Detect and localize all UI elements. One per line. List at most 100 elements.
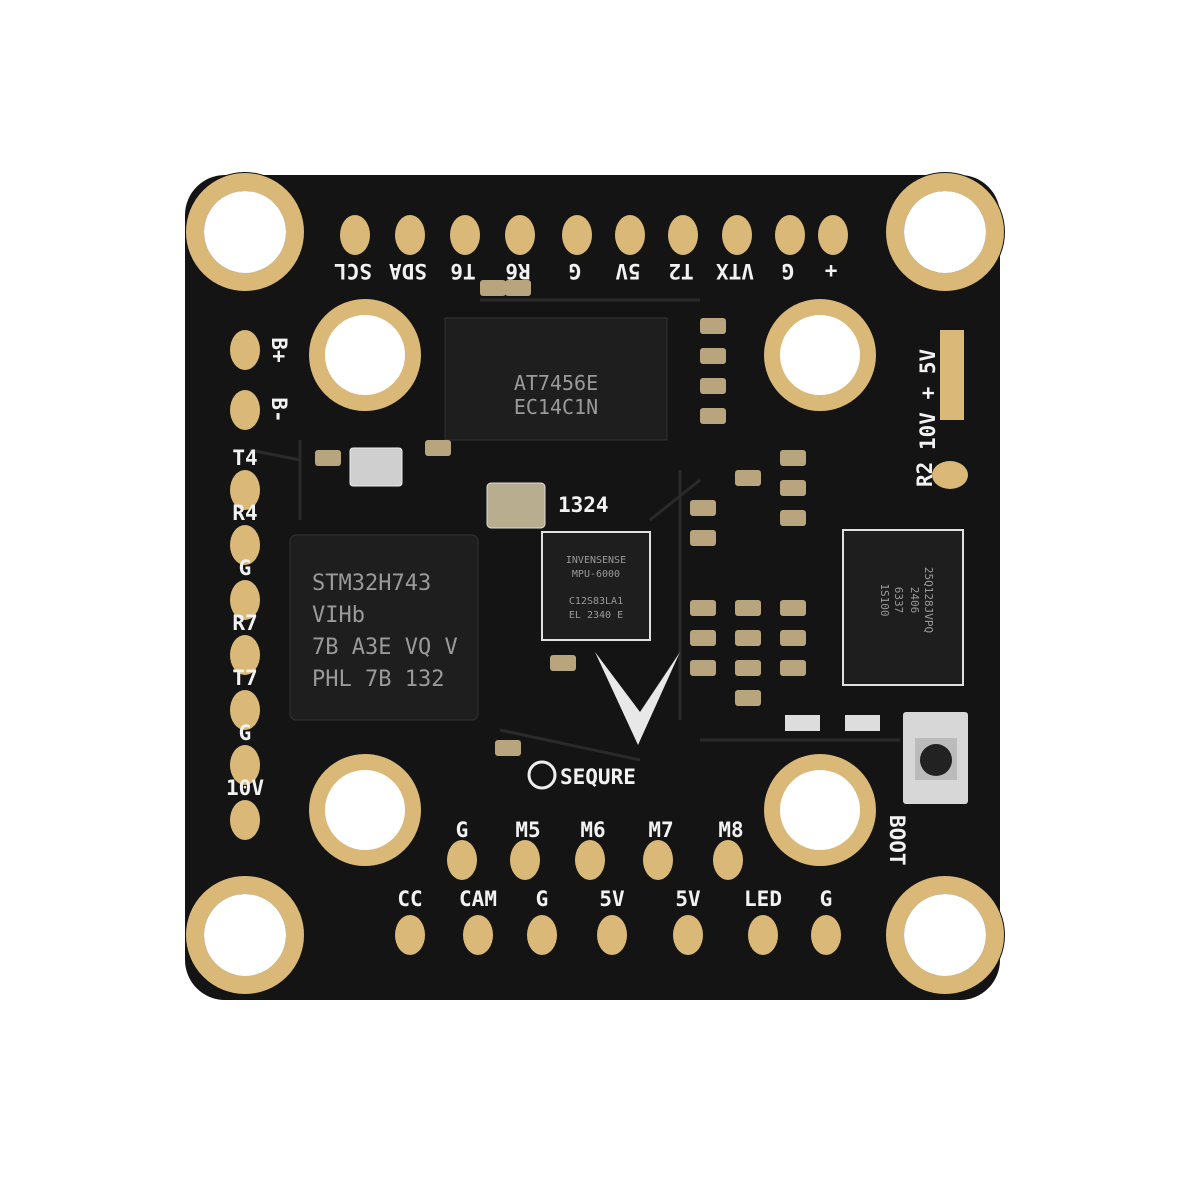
solder-pad-bottom1-3[interactable]: M7 bbox=[643, 818, 674, 880]
pad[interactable] bbox=[463, 915, 493, 955]
pad[interactable] bbox=[230, 635, 260, 675]
smd-part bbox=[690, 600, 716, 616]
solder-pad-top-4[interactable]: G bbox=[562, 215, 592, 283]
flash-line3: 6337 bbox=[892, 587, 905, 614]
pad[interactable] bbox=[230, 800, 260, 840]
pad[interactable] bbox=[447, 840, 477, 880]
pad-label: G bbox=[782, 259, 795, 283]
led bbox=[785, 715, 820, 731]
pad[interactable] bbox=[395, 215, 425, 255]
smd-part bbox=[780, 600, 806, 616]
pad[interactable] bbox=[668, 215, 698, 255]
solder-pad-bottom2-6[interactable]: G bbox=[811, 887, 841, 955]
solder-pad-bottom2-4[interactable]: 5V bbox=[673, 887, 703, 955]
pad[interactable] bbox=[748, 915, 778, 955]
pad[interactable] bbox=[643, 840, 673, 880]
solder-pad-bottom2-1[interactable]: CAM bbox=[459, 887, 497, 955]
pad[interactable] bbox=[527, 915, 557, 955]
smd-part bbox=[690, 530, 716, 546]
solder-pad-bottom1-0[interactable]: G bbox=[447, 818, 477, 880]
corner-mount-hole bbox=[204, 191, 286, 273]
mount-ring bbox=[309, 754, 421, 866]
smd-part bbox=[700, 408, 726, 424]
smd-part bbox=[550, 655, 576, 671]
pad[interactable] bbox=[597, 915, 627, 955]
solder-pad-top-8[interactable]: G bbox=[775, 215, 805, 283]
smd-part bbox=[735, 690, 761, 706]
pad[interactable] bbox=[722, 215, 752, 255]
corner-mount-hole bbox=[904, 894, 986, 976]
solder-pad-left-1[interactable]: B- bbox=[230, 390, 291, 430]
solder-pad-bottom1-2[interactable]: M6 bbox=[575, 818, 606, 880]
solder-pad-left-7[interactable]: G bbox=[230, 721, 260, 785]
pad[interactable] bbox=[230, 470, 260, 510]
solder-pad-left-2[interactable]: T4 bbox=[230, 446, 260, 510]
flash-line4: 1S100 bbox=[878, 583, 891, 616]
flash-line2: 2406 bbox=[908, 587, 921, 614]
solder-pad-top-1[interactable]: SDA bbox=[389, 215, 427, 283]
pad-label: M5 bbox=[515, 818, 540, 842]
solder-pad-left-4[interactable]: G bbox=[230, 556, 260, 620]
smd-part bbox=[780, 630, 806, 646]
pad[interactable] bbox=[230, 690, 260, 730]
smd-part bbox=[780, 450, 806, 466]
solder-pad-top-6[interactable]: T2 bbox=[668, 215, 698, 283]
solder-pad-left-5[interactable]: R7 bbox=[230, 611, 260, 675]
pad[interactable] bbox=[230, 525, 260, 565]
pad[interactable] bbox=[230, 390, 260, 430]
pad[interactable] bbox=[395, 915, 425, 955]
pad[interactable] bbox=[713, 840, 743, 880]
pad[interactable] bbox=[505, 215, 535, 255]
smd-part bbox=[505, 280, 531, 296]
smd-part bbox=[690, 630, 716, 646]
solder-pad-bottom2-5[interactable]: LED bbox=[744, 887, 782, 955]
pad-label: SDA bbox=[389, 259, 427, 283]
pad[interactable] bbox=[230, 745, 260, 785]
solder-pad-bottom1-4[interactable]: M8 bbox=[713, 818, 744, 880]
smd-part bbox=[735, 600, 761, 616]
pad[interactable] bbox=[818, 215, 848, 255]
pad[interactable] bbox=[450, 215, 480, 255]
pad[interactable] bbox=[230, 580, 260, 620]
pad-label: CAM bbox=[459, 887, 497, 911]
corner-mount-ring bbox=[886, 876, 1004, 994]
solder-pad-left-3[interactable]: R4 bbox=[230, 501, 260, 565]
solder-pad-left-6[interactable]: T7 bbox=[230, 666, 260, 730]
solder-pad-left-0[interactable]: B+ bbox=[230, 330, 291, 370]
pad[interactable] bbox=[673, 915, 703, 955]
solder-pad-top-9[interactable]: + bbox=[818, 215, 848, 283]
smd-components bbox=[315, 280, 806, 756]
pad[interactable] bbox=[340, 215, 370, 255]
pad[interactable] bbox=[510, 840, 540, 880]
solder-pad-top-3[interactable]: R6 bbox=[505, 215, 535, 283]
solder-pad-bottom2-3[interactable]: 5V bbox=[597, 887, 627, 955]
r2-pad bbox=[932, 461, 968, 489]
imu-line2: MPU-6000 bbox=[572, 569, 620, 580]
solder-pad-bottom2-2[interactable]: G bbox=[527, 887, 557, 955]
solder-pad-top-2[interactable]: T6 bbox=[450, 215, 480, 283]
solder-pad-bottom2-0[interactable]: CC bbox=[395, 887, 425, 955]
smd-part bbox=[495, 740, 521, 756]
solder-pad-bottom1-1[interactable]: M5 bbox=[510, 818, 541, 880]
solder-pad-top-5[interactable]: 5V bbox=[615, 215, 645, 283]
pad-label: G bbox=[456, 818, 469, 842]
corner-mount-ring bbox=[186, 876, 304, 994]
pad[interactable] bbox=[615, 215, 645, 255]
smd-part bbox=[315, 450, 341, 466]
pad-label: R6 bbox=[505, 259, 530, 283]
boot-button[interactable] bbox=[903, 712, 968, 804]
pad[interactable] bbox=[575, 840, 605, 880]
pad[interactable] bbox=[775, 215, 805, 255]
pad-label: + bbox=[825, 259, 838, 283]
pad[interactable] bbox=[562, 215, 592, 255]
pad[interactable] bbox=[230, 330, 260, 370]
smd-part bbox=[425, 440, 451, 456]
pad-label: 10V bbox=[226, 776, 264, 800]
solder-pad-left-8[interactable]: 10V bbox=[226, 776, 264, 840]
solder-pad-top-7[interactable]: VTX bbox=[716, 215, 754, 283]
pad-label: M8 bbox=[718, 818, 743, 842]
solder-pad-top-0[interactable]: SCL bbox=[334, 215, 372, 283]
osd-chip-line1: AT7456E bbox=[514, 371, 598, 395]
pad[interactable] bbox=[811, 915, 841, 955]
